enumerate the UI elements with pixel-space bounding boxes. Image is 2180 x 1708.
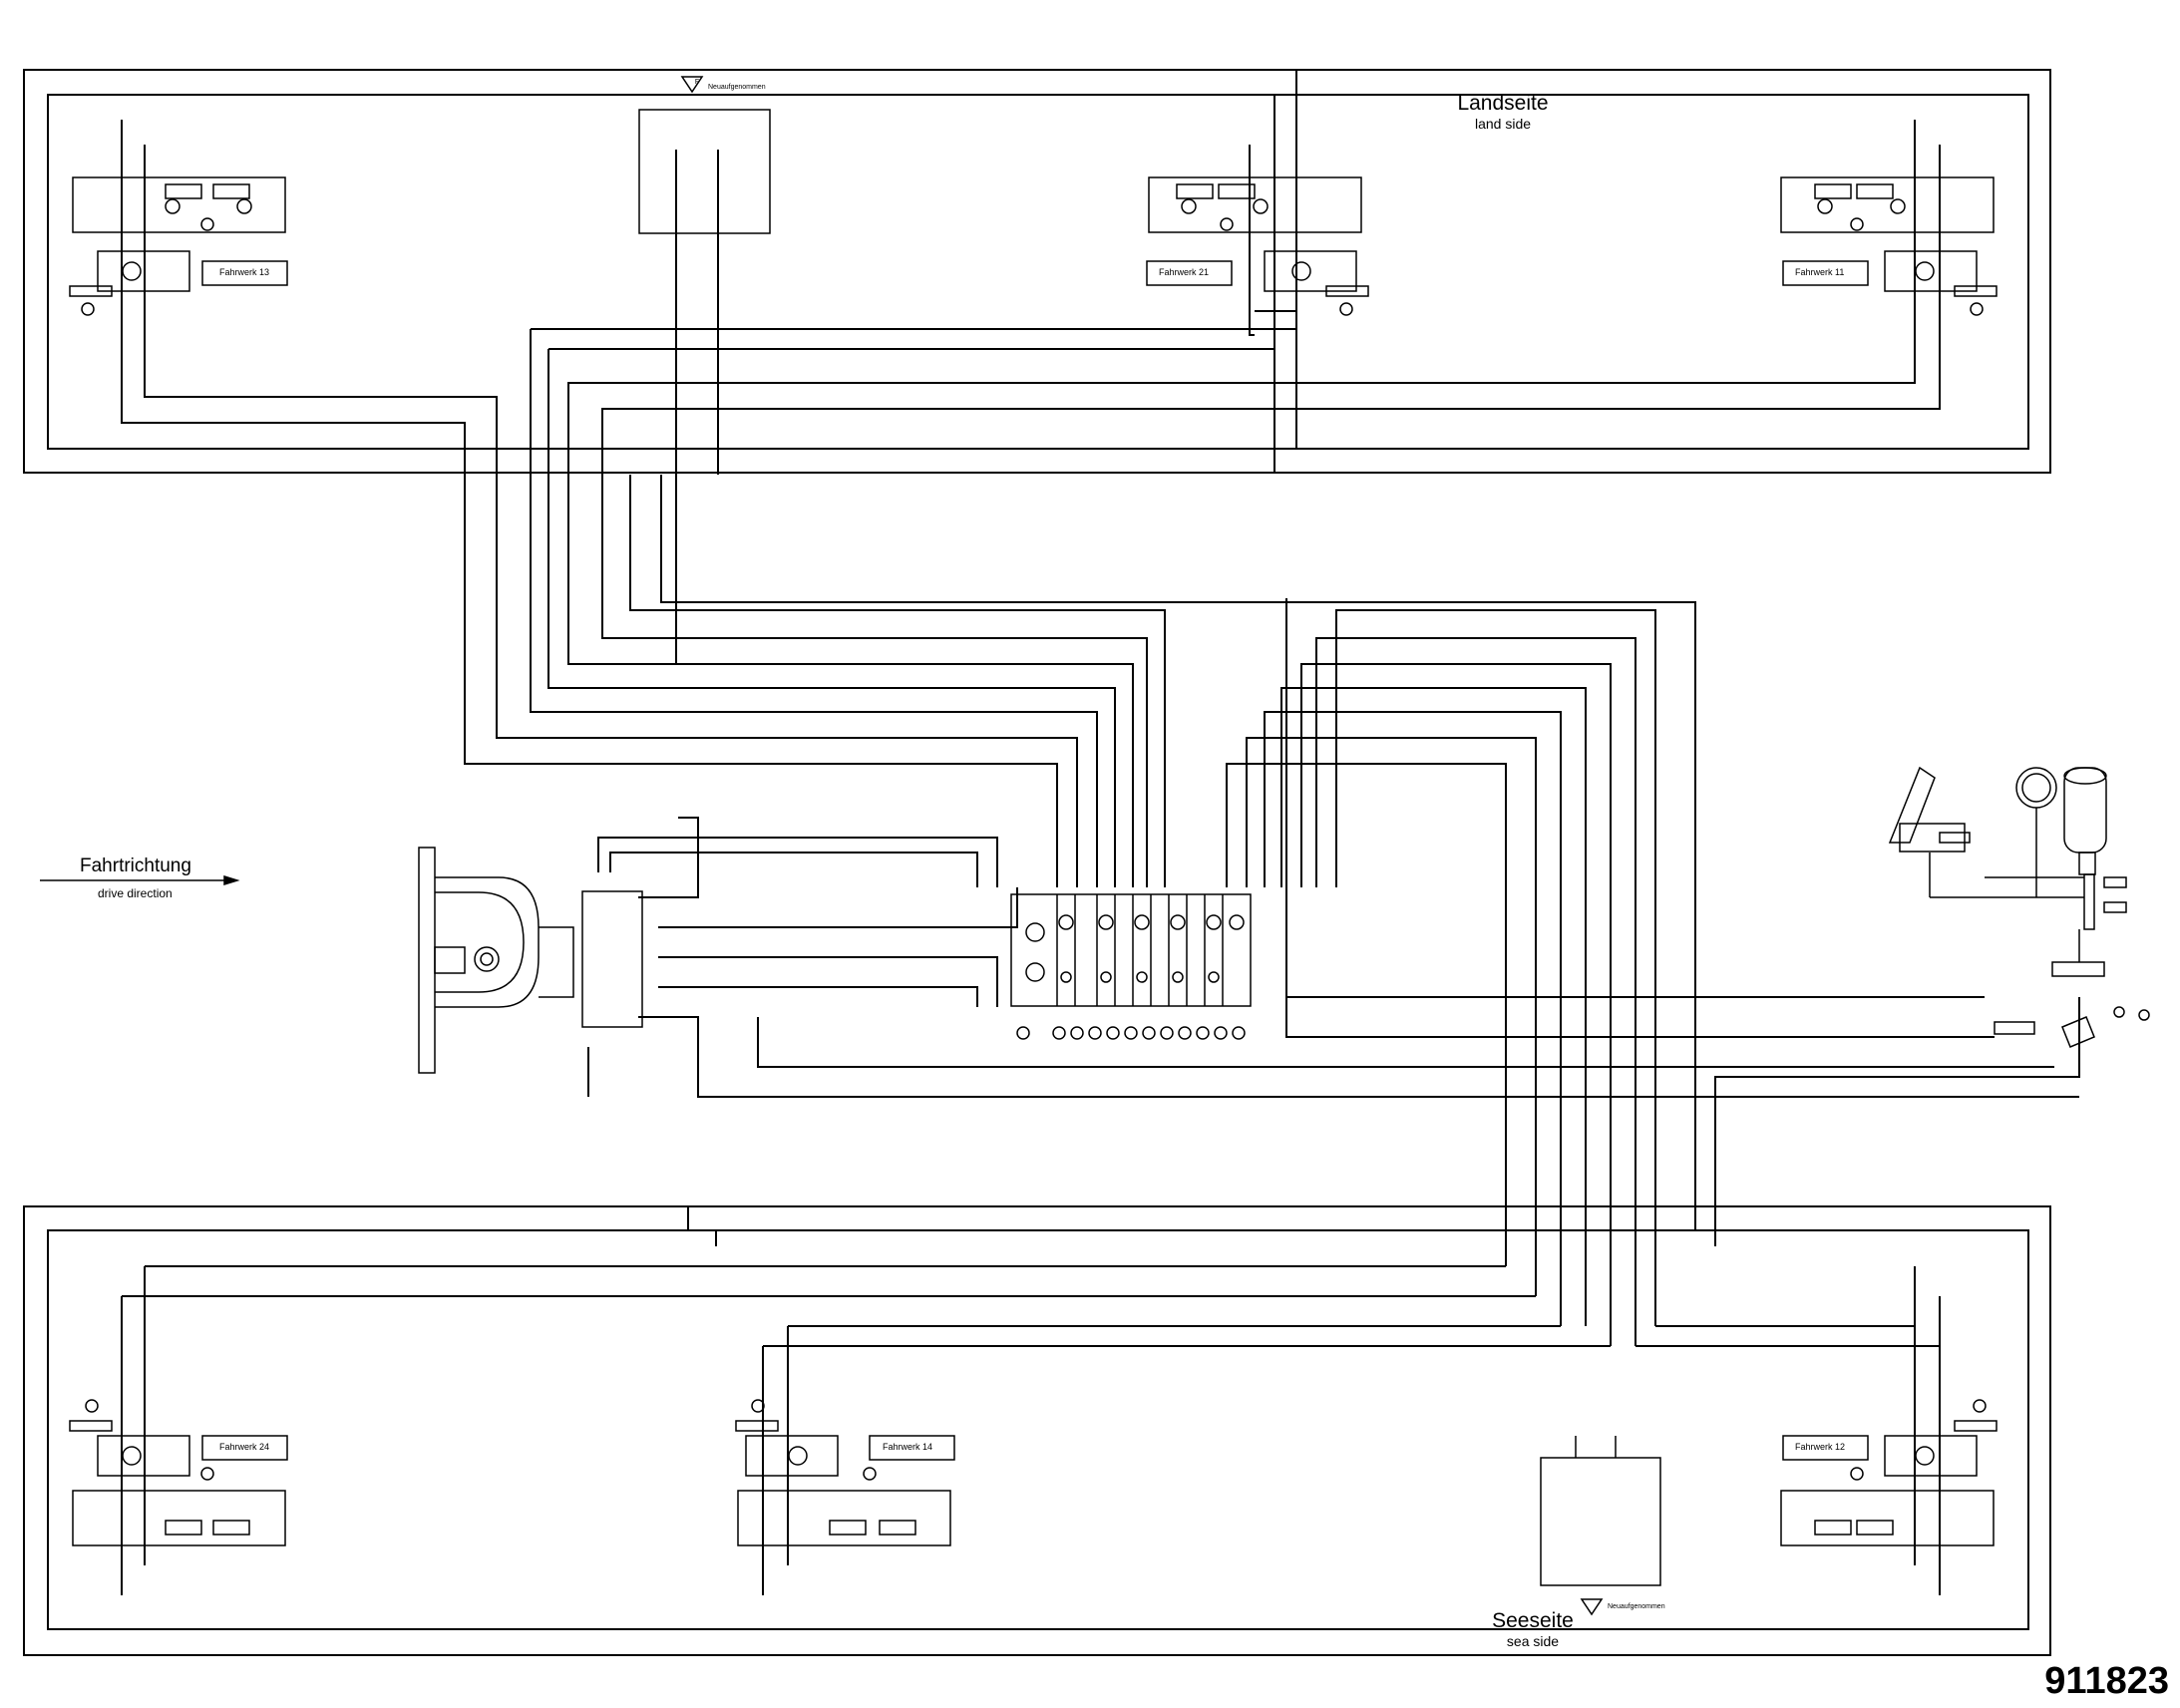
- neu-bottom-label: Neuaufgenommen: [1608, 1603, 1665, 1610]
- wheel-box-title-bot-right: Fahrwerk 12: [1795, 1442, 1845, 1452]
- top-loop-lines: [23, 69, 2051, 475]
- landseite-label: Landseite: [1457, 92, 1548, 115]
- seeseite-label: Seeseite: [1492, 1609, 1574, 1632]
- neu-top-label: Neuaufgenommen: [708, 84, 766, 91]
- right-risers: [1226, 598, 2080, 1346]
- wheel-box-title-bot-mid: Fahrwerk 14: [883, 1442, 932, 1452]
- drawing-number: 911823: [2044, 1660, 2169, 1702]
- bottom-loop-lines: [23, 1205, 2051, 1656]
- wheel-unit-bot-left: [69, 1399, 288, 1546]
- wheel-box-title-top-mid: Fahrwerk 21: [1159, 267, 1209, 277]
- top-risers: [464, 475, 1696, 1206]
- wheel-unit-bot-mid: [735, 1399, 955, 1546]
- wheel-unit-top-mid: [1146, 176, 1369, 316]
- steer-valve-top: [638, 76, 771, 261]
- pump-accumulator-group: [1888, 766, 2150, 1048]
- wheel-box-title-top-right: Fahrwerk 11: [1795, 267, 1844, 277]
- sea-side-label: sea side: [1507, 1633, 1559, 1649]
- svg-text:F: F: [695, 79, 699, 86]
- distributor-manifold: [418, 847, 643, 1074]
- wheel-unit-bot-right: [1780, 1399, 1998, 1546]
- land-side-label: land side: [1475, 116, 1531, 132]
- wheel-unit-top-right: [1780, 176, 1998, 316]
- fahrtrichtung-label: Fahrtrichtung: [80, 855, 191, 876]
- steer-valve-bottom: [1540, 1436, 1661, 1616]
- direction-arrow: [40, 874, 240, 886]
- wheel-box-title-bot-left: Fahrwerk 24: [219, 1442, 269, 1452]
- wheel-unit-top-left: [69, 176, 288, 316]
- drive-direction-label: drive direction: [98, 886, 173, 900]
- wheel-box-title-top-left: Fahrwerk 13: [219, 267, 269, 277]
- central-valve-bank: [1010, 893, 1252, 1040]
- central-left-lines: [587, 817, 2079, 1098]
